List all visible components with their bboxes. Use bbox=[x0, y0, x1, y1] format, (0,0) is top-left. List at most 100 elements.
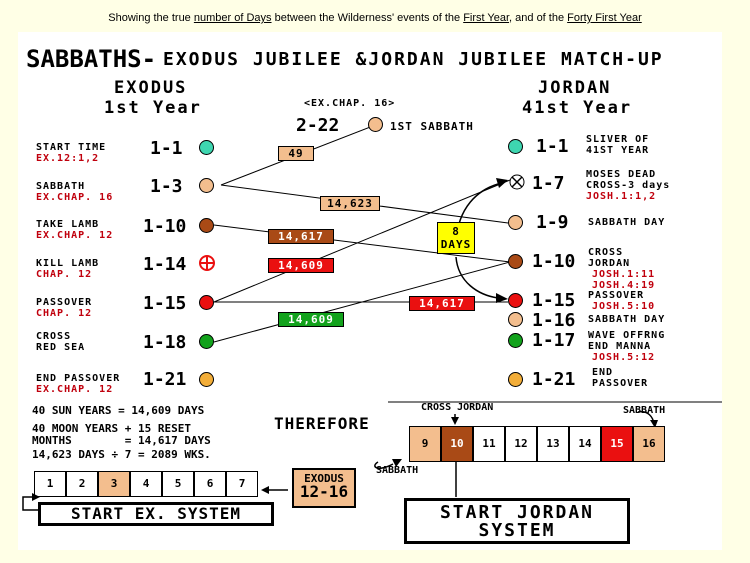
start-ex-system-label: START EX. SYSTEM bbox=[38, 502, 274, 526]
exodus-ref-box: EXODUS 12-16 bbox=[292, 468, 356, 508]
event-day: 1-21 bbox=[143, 369, 187, 390]
event-dot bbox=[199, 218, 214, 233]
cross-jordan-label: CROSS JORDAN bbox=[421, 402, 494, 413]
event-label: SLIVER OF bbox=[586, 134, 650, 145]
jordan-header: JORDAN bbox=[538, 78, 612, 98]
event-day: 1-10 bbox=[532, 251, 576, 272]
event-ref: EX.CHAP. 12 bbox=[36, 230, 114, 241]
title-sub: EXODUS JUBILEE &JORDAN JUBILEE MATCH-UP bbox=[163, 49, 664, 70]
day-cell: 2 bbox=[66, 471, 98, 497]
span-box: 14,617 bbox=[409, 296, 475, 311]
event-dot bbox=[199, 372, 214, 387]
caption-link-forty-first-year[interactable]: Forty First Year bbox=[567, 12, 642, 24]
event-label-2: JORDAN bbox=[588, 258, 631, 269]
day-cell-highlight: 3 bbox=[98, 471, 130, 497]
span-box: 14,623 bbox=[320, 196, 380, 211]
caption-link-first-year[interactable]: First Year bbox=[463, 12, 510, 24]
eight-days-number: 8 bbox=[452, 225, 460, 238]
day-cell: 16 bbox=[633, 426, 665, 462]
therefore-label: THEREFORE bbox=[274, 414, 370, 433]
exodus-header: EXODUS bbox=[114, 78, 188, 98]
jordan-header-year: 41st Year bbox=[522, 98, 633, 118]
event-dot bbox=[199, 295, 214, 310]
center-label: 1ST SABBATH bbox=[390, 120, 474, 133]
event-label: PASSOVER bbox=[36, 297, 93, 308]
event-label: TAKE LAMB bbox=[36, 219, 100, 230]
caption-text: between the Wilderness' events of the bbox=[271, 12, 464, 24]
sabbath-label-right: SABBATH bbox=[623, 405, 666, 416]
event-day: 1-3 bbox=[150, 176, 183, 197]
sabbath-label-left: SABBATH bbox=[376, 465, 419, 476]
event-dot bbox=[199, 334, 214, 349]
eight-days-box: 8 DAYS bbox=[437, 222, 475, 254]
event-day: 1-9 bbox=[536, 212, 569, 233]
title-main: SABBATHS- bbox=[26, 45, 157, 73]
event-label: SABBATH bbox=[36, 181, 86, 192]
event-day: 1-1 bbox=[150, 138, 183, 159]
event-day: 1-1 bbox=[536, 136, 569, 157]
day-cell: 12 bbox=[505, 426, 537, 462]
start-jordan-line2: SYSTEM bbox=[478, 520, 556, 541]
fact-line: 40 MOON YEARS + 15 RESET bbox=[32, 422, 191, 435]
event-day: 1-10 bbox=[143, 216, 187, 237]
event-dot bbox=[199, 178, 214, 193]
caption: Showing the true number of Days between … bbox=[0, 12, 750, 24]
fact-line: 40 SUN YEARS = 14,609 DAYS bbox=[32, 404, 205, 417]
caption-link-days[interactable]: number of Days bbox=[193, 12, 272, 24]
exodus-ref-line1: EXODUS bbox=[304, 472, 344, 485]
event-day: 1-18 bbox=[143, 332, 187, 353]
event-ref: EX.CHAP. 12 bbox=[36, 384, 114, 395]
start-jordan-line1: START JORDAN bbox=[439, 502, 595, 523]
event-label-2: PASSOVER bbox=[592, 378, 649, 389]
event-day: 1-17 bbox=[532, 330, 576, 351]
event-ref: EX.CHAP. 16 bbox=[36, 192, 114, 203]
event-ref: CHAP. 12 bbox=[36, 308, 93, 319]
center-ref: <EX.CHAP. 16> bbox=[304, 98, 396, 109]
center-day: 2-22 bbox=[296, 115, 340, 136]
day-cell: 14 bbox=[569, 426, 601, 462]
event-ref-2: JOSH.4:19 bbox=[592, 280, 656, 291]
event-ref: JOSH.5:12 bbox=[592, 352, 656, 363]
day-cell: 13 bbox=[537, 426, 569, 462]
event-label: SABBATH DAY bbox=[588, 217, 666, 228]
event-day: 1-16 bbox=[532, 310, 576, 331]
event-label: END bbox=[592, 367, 614, 378]
day-cell: 10 bbox=[441, 426, 473, 462]
eight-days-label: DAYS bbox=[440, 238, 472, 251]
event-label-2: 41ST YEAR bbox=[586, 145, 650, 156]
day-cell: 1 bbox=[34, 471, 66, 497]
event-ref: CHAP. 12 bbox=[36, 269, 93, 280]
event-day: 1-21 bbox=[532, 369, 576, 390]
event-label: PASSOVER bbox=[588, 290, 645, 301]
span-box: 14,609 bbox=[278, 312, 344, 327]
event-dot bbox=[508, 215, 523, 230]
exodus-header-year: 1st Year bbox=[104, 98, 202, 118]
event-label: END PASSOVER bbox=[36, 373, 121, 384]
event-ref: JOSH.5:10 bbox=[592, 301, 656, 312]
event-label-2: END MANNA bbox=[588, 341, 652, 352]
event-ref: JOSH.1:11 bbox=[592, 269, 656, 280]
exodus-ref-line2: 12-16 bbox=[299, 482, 349, 501]
diagram-panel: SABBATHS- EXODUS JUBILEE &JORDAN JUBILEE… bbox=[18, 32, 722, 550]
event-label-2: RED SEA bbox=[36, 342, 86, 353]
sabbath-dot bbox=[368, 117, 383, 132]
event-day: 1-14 bbox=[143, 254, 187, 275]
event-day: 1-15 bbox=[532, 290, 576, 311]
start-jordan-system-label: START JORDAN SYSTEM bbox=[404, 498, 630, 544]
event-label: CROSS bbox=[36, 331, 72, 342]
event-ref: JOSH.1:1,2 bbox=[586, 191, 657, 202]
event-dot bbox=[508, 139, 523, 154]
event-label: KILL LAMB bbox=[36, 258, 100, 269]
event-label-2: CROSS-3 days bbox=[586, 180, 671, 191]
day-cell: 15 bbox=[601, 426, 633, 462]
caption-text: , and of the bbox=[509, 12, 568, 24]
caption-text: Showing the true bbox=[108, 12, 194, 24]
event-label: CROSS bbox=[588, 247, 624, 258]
connector-lines bbox=[22, 123, 722, 511]
span-box: 49 bbox=[278, 146, 314, 161]
event-dot bbox=[508, 333, 523, 348]
fact-line: 14,623 DAYS ÷ 7 = 2089 WKS. bbox=[32, 448, 211, 461]
day-cell: 6 bbox=[194, 471, 226, 497]
event-dot bbox=[199, 140, 214, 155]
event-label: MOSES DEAD bbox=[586, 169, 657, 180]
